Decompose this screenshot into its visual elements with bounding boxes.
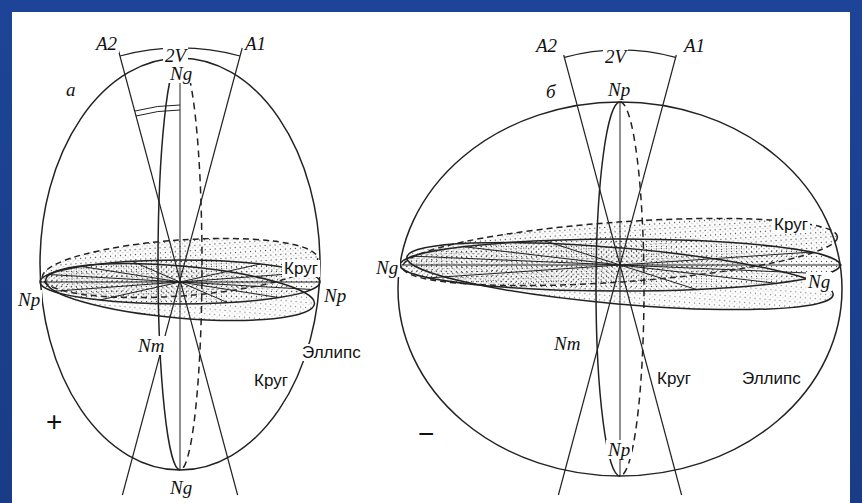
axis-label: Np — [16, 290, 42, 309]
section-label: Круг — [282, 260, 320, 277]
axis-label: Nm — [552, 334, 582, 353]
figure-letter: а — [64, 80, 78, 99]
optic-axis-label: A1 — [243, 34, 268, 53]
axis-label: Np — [322, 286, 348, 305]
axial-angle-label: 2V — [603, 47, 628, 66]
sign-label: + — [44, 408, 64, 436]
axis-label: Np — [606, 80, 632, 99]
optic-axis-label: A2 — [534, 36, 559, 55]
sign-label: − — [416, 420, 436, 448]
axis-label: Nm — [136, 336, 166, 355]
axis-label: Ng — [806, 272, 832, 291]
optic-axis-label: A1 — [682, 36, 707, 55]
axis-label: Ng — [168, 478, 194, 497]
optic-axis-label: A2 — [94, 34, 119, 53]
figure-letter: б — [544, 82, 558, 101]
section-label: Круг — [772, 216, 810, 233]
axis-label: Np — [606, 440, 632, 459]
section-label: Круг — [252, 372, 290, 389]
axial-angle-label: 2V — [163, 46, 188, 65]
axis-label: Ng — [168, 64, 194, 83]
section-label: Эллипс — [300, 344, 363, 361]
section-label: Эллипс — [740, 370, 803, 387]
axis-label: Ng — [374, 258, 400, 277]
section-label: Круг — [655, 370, 693, 387]
